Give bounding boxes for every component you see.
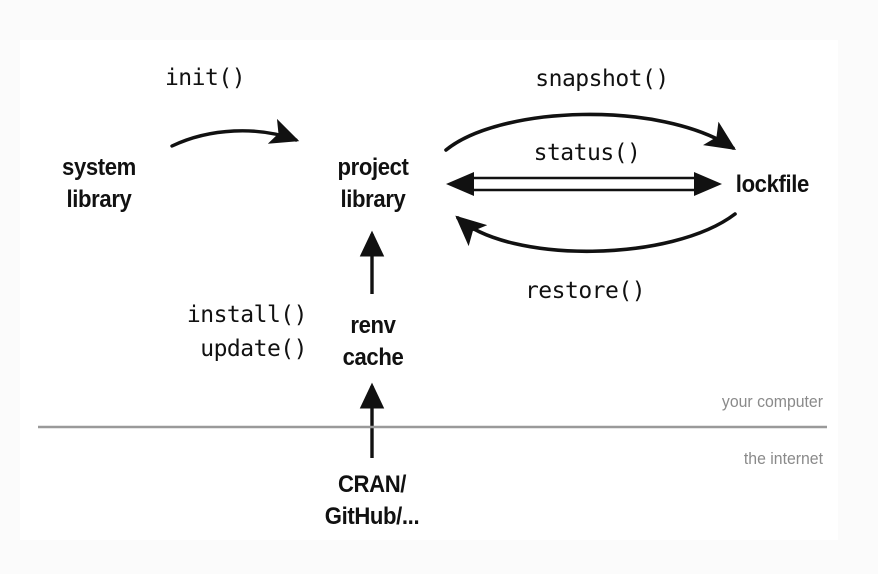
edge-label-snapshot: snapshot() [535,66,669,92]
node-project-library[interactable]: project library [337,154,409,213]
node-lockfile[interactable]: lockfile [735,171,810,198]
node-renv-cache[interactable]: renv cache [342,312,404,371]
node-remote-source[interactable]: CRAN/ GitHub/... [324,471,420,530]
edge-label-restore: restore() [524,278,646,304]
edge-label-update: update() [200,336,307,362]
edge-label-install: install() [186,302,308,328]
zone-label-your-computer: your computer [721,392,823,411]
edge-label-init: init() [164,65,246,91]
node-system-library[interactable]: system library [62,154,136,213]
zone-label-the-internet: the internet [743,449,823,468]
edge-label-status: status() [533,140,641,166]
